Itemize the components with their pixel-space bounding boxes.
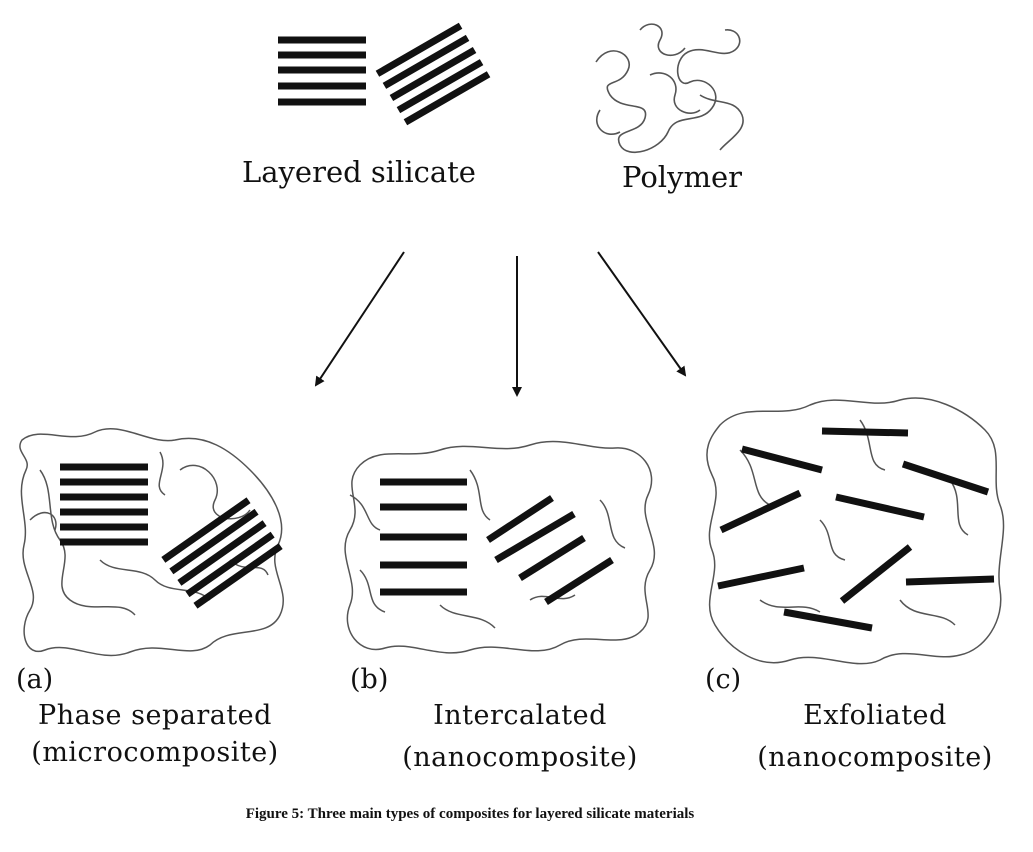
panel-a-polymer [19,427,284,657]
panel-c-tag: (c) [705,664,742,695]
panel-c-title: Exfoliated [803,700,947,731]
panel-a-tag: (a) [16,664,54,695]
arrow-to-c [597,251,687,377]
panel-a-stack-tilted [161,497,283,609]
panel-a-stack-horizontal [60,463,148,546]
panel-c-platelets [717,427,995,632]
panel-b-polymer [344,440,656,654]
panel-c-polymer [706,397,1005,665]
silicate-stack-tilted [375,22,491,126]
arrows [314,251,687,397]
panel-b-stack-tilted [486,495,614,605]
polymer-label: Polymer [622,160,742,194]
panel-b-tag: (b) [350,664,389,695]
panel-b-title: Intercalated [433,700,607,731]
silicate-stack-horizontal [278,36,366,106]
panel-a-title: Phase separated [38,700,272,731]
figure-caption: Figure 5: Three main types of composites… [245,806,695,822]
panel-b-stack-horizontal [380,478,467,596]
panel-b-subtitle: (nanocomposite) [402,742,638,773]
silicate-label: Layered silicate [242,155,476,189]
polymer-coil [595,23,744,154]
panel-a-subtitle: (microcomposite) [31,737,279,768]
arrow-to-a [314,251,405,387]
panel-c-subtitle: (nanocomposite) [757,742,993,773]
